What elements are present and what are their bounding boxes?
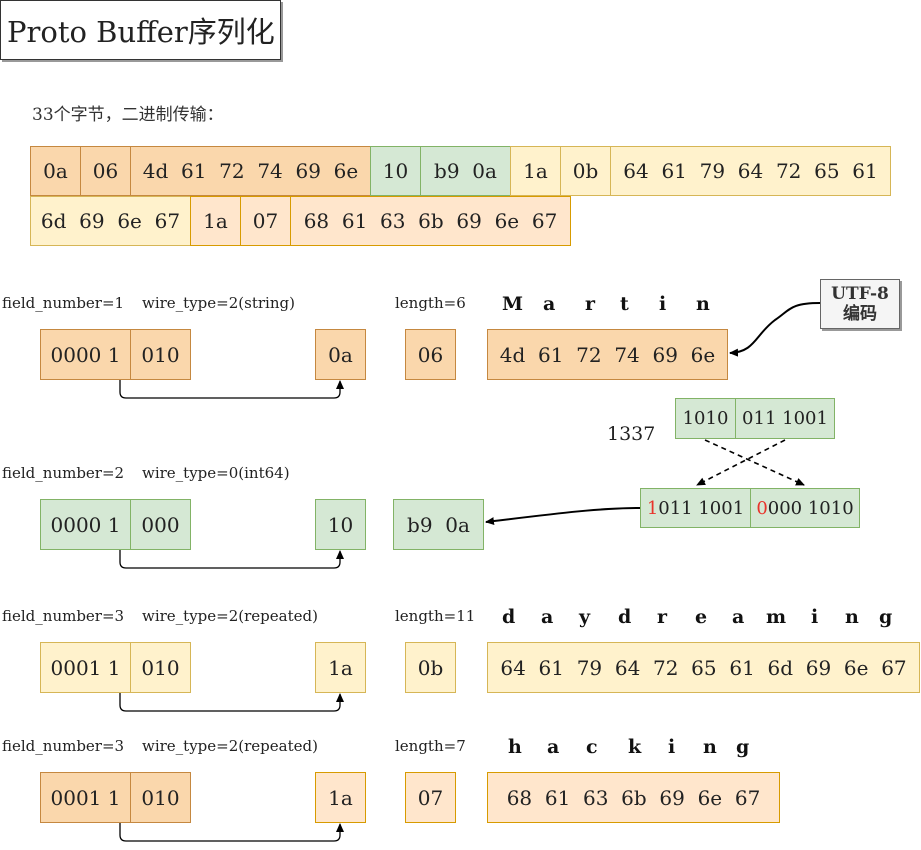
char-letter: a — [543, 293, 556, 315]
char-letter: i — [659, 293, 667, 315]
field-number-label: field_number=1 — [2, 294, 125, 312]
tag-byte: 1a — [315, 772, 366, 823]
payload-bits: 011 1001 — [658, 497, 745, 519]
diagram-title: Proto Buffer序列化 — [0, 0, 281, 60]
char-letter: r — [657, 606, 668, 628]
byte-cell: 4d 61 72 74 69 6e — [130, 146, 371, 196]
wire-type-label: wire_type=0(int64) — [142, 464, 290, 482]
byte-cell: 06 — [80, 146, 131, 196]
byte-cell: b9 0a — [420, 146, 511, 196]
wire-type-label: wire_type=2(string) — [142, 294, 295, 312]
subtitle: 33个字节，二进制传输： — [32, 105, 224, 125]
value-bytes: 68 61 63 6b 69 6e 67 — [487, 772, 780, 823]
msb-bit: 0 — [756, 497, 768, 519]
wire-type-bits: 010 — [130, 329, 191, 380]
value-bytes: 64 61 79 64 72 65 61 6d 69 6e 67 — [487, 642, 920, 693]
tag-byte: 0a — [315, 329, 366, 380]
encoding-label: 编码 — [843, 304, 877, 324]
char-letter: y — [579, 606, 591, 628]
utf8-label: UTF-8 — [831, 284, 889, 304]
length-byte: 0b — [405, 642, 456, 693]
length-label: length=6 — [395, 294, 466, 312]
char-letter: h — [508, 736, 522, 758]
char-letter: a — [541, 606, 554, 628]
varint-group-high: 1010 — [675, 398, 736, 439]
tag-byte: 1a — [315, 642, 366, 693]
length-byte: 06 — [405, 329, 456, 380]
byte-cell: 07 — [240, 196, 291, 246]
msb-bit: 1 — [646, 497, 659, 519]
wire-type-bits: 010 — [130, 642, 191, 693]
value-bytes: b9 0a — [393, 499, 484, 550]
char-letter: M — [502, 293, 524, 315]
field-number-label: field_number=3 — [2, 607, 125, 625]
length-label: length=7 — [395, 737, 466, 755]
char-letter: m — [766, 606, 787, 628]
char-letter: c — [586, 736, 598, 758]
byte-cell: 68 61 63 6b 69 6e 67 — [290, 196, 571, 246]
varint-group-low: 011 1001 — [735, 398, 835, 439]
wire-type-label: wire_type=2(repeated) — [142, 737, 318, 755]
field-number-bits: 0001 1 — [40, 772, 131, 823]
char-letter: t — [620, 293, 629, 315]
byte-cell: 0b — [560, 146, 611, 196]
char-letter: d — [618, 606, 632, 628]
char-letter: r — [585, 293, 596, 315]
char-letter: g — [879, 606, 893, 628]
char-letter: n — [703, 736, 717, 758]
varint-number: 1337 — [607, 423, 656, 445]
wire-type-bits: 010 — [130, 772, 191, 823]
field-number-bits: 0000 1 — [40, 329, 131, 380]
field-number-bits: 0000 1 — [40, 499, 131, 550]
value-bytes: 4d 61 72 74 69 6e — [487, 329, 728, 380]
char-letter: i — [668, 736, 676, 758]
length-label: length=11 — [395, 607, 476, 625]
char-letter: d — [502, 606, 516, 628]
tag-byte: 10 — [315, 499, 366, 550]
byte-cell: 64 61 79 64 72 65 61 — [610, 146, 891, 196]
byte-cell: 6d 69 6e 67 — [30, 196, 191, 246]
field-number-label: field_number=3 — [2, 737, 125, 755]
char-letter: e — [695, 606, 708, 628]
byte-cell: 0a — [30, 146, 81, 196]
utf8-encoding-box: UTF-8 编码 — [820, 279, 900, 329]
wire-type-label: wire_type=2(repeated) — [142, 607, 318, 625]
wire-type-bits: 000 — [130, 499, 191, 550]
char-letter: k — [628, 736, 642, 758]
byte-cell: 10 — [370, 146, 421, 196]
char-letter: a — [547, 736, 560, 758]
char-letter: g — [736, 736, 750, 758]
char-letter: n — [845, 606, 859, 628]
field-number-bits: 0001 1 — [40, 642, 131, 693]
char-letter: a — [732, 606, 745, 628]
byte-cell: 1a — [190, 196, 241, 246]
char-letter: i — [811, 606, 819, 628]
field-number-label: field_number=2 — [2, 464, 125, 482]
length-byte: 07 — [405, 772, 456, 823]
char-letter: n — [696, 293, 710, 315]
payload-bits: 000 1010 — [767, 497, 854, 519]
